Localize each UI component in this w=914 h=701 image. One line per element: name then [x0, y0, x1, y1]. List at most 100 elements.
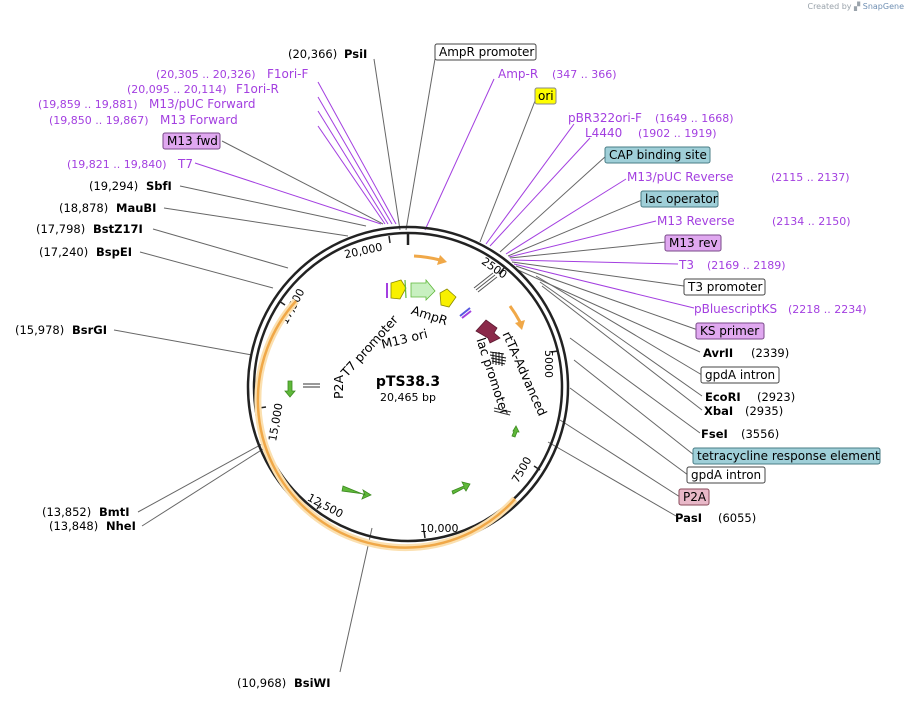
leader-ampr-promoter — [405, 58, 436, 231]
site-pasi-name[interactable]: PasI — [675, 511, 702, 525]
primer-m13-reverse-range: (2134 .. 2150) — [772, 215, 851, 228]
primer-t7-name[interactable]: T7 — [177, 157, 193, 171]
primer-pbr322ori-f-name[interactable]: pBR322ori-F — [568, 111, 642, 125]
rtta-small-feature-arrowhead — [515, 320, 525, 330]
box-p2a[interactable] — [678, 488, 710, 506]
primer-m13-fwd-name[interactable]: M13 Forward — [160, 113, 238, 127]
site-sbfi-pos: (19,294) — [89, 179, 138, 193]
primer-m13puc-rev-range: (2115 .. 2137) — [771, 171, 850, 184]
m13-ori-arrow — [410, 278, 436, 301]
box-cap-binding-site[interactable] — [604, 146, 711, 164]
box-gpda-intron-2[interactable] — [686, 466, 766, 484]
primer-t3-range: (2169 .. 2189) — [707, 259, 786, 272]
leader-pasi — [547, 441, 677, 517]
credit-prefix: Created by — [807, 2, 852, 11]
box-m13-rev-text: M13 rev — [669, 236, 718, 250]
site-psii-pos: (20,366) — [288, 47, 337, 61]
primer-amp-r-name[interactable]: Amp-R — [498, 67, 538, 81]
gpda-marker-line-2 — [493, 410, 511, 416]
site-bsiwi-name[interactable]: BsiWI — [294, 676, 331, 690]
box-t3-promoter[interactable] — [683, 278, 766, 296]
primer-l4440-name[interactable]: L4440 — [585, 126, 622, 140]
leader-xbai — [541, 285, 703, 411]
primer-l4440-range: (1902 .. 1919) — [638, 127, 717, 140]
snapgene-logo-icon: ▞ — [854, 2, 861, 11]
leader-psii — [373, 58, 401, 231]
site-bmti-pos: (13,852) — [42, 505, 91, 519]
site-bstz17i-pos: (17,798) — [36, 222, 85, 236]
site-ecori-name[interactable]: EcoRI — [705, 390, 741, 404]
ampr-arrow — [439, 288, 457, 308]
site-fsei-name[interactable]: FseI — [701, 427, 728, 441]
primer-m13-reverse-name[interactable]: M13 Reverse — [657, 214, 735, 228]
ruler-15000: 15,000 — [266, 402, 285, 442]
leader-t3-promoter — [511, 261, 685, 287]
leader-ecori — [539, 281, 703, 397]
box-tre[interactable] — [692, 447, 881, 465]
primer-t3-name[interactable]: T3 — [678, 258, 694, 272]
primer-pbluescriptks-range: (2218 .. 2234) — [788, 303, 867, 316]
box-gpda-intron-1[interactable] — [700, 366, 780, 384]
box-gpda-intron-1-text: gpdA intron — [705, 368, 775, 382]
primer-m13-fwd-range: (19,850 .. 19,867) — [49, 114, 149, 127]
box-m13-fwd[interactable] — [162, 132, 221, 150]
box-t3-promoter-text: T3 promoter — [687, 280, 763, 294]
box-ori[interactable] — [534, 87, 557, 105]
plasmid-length: 20,465 bp — [380, 391, 436, 404]
leader-m13puc-reverse — [505, 178, 627, 255]
leader-pbluescriptks — [513, 263, 695, 309]
ampr-primer-line — [404, 279, 407, 299]
leader-bsrgi — [113, 329, 253, 356]
label-ampr: AmpR — [409, 302, 449, 328]
box-lac-operator-text: lac operator — [645, 192, 718, 206]
site-bsrgi-name[interactable]: BsrGI — [72, 323, 107, 337]
gene-arrow-4 — [511, 425, 520, 438]
leader-f1ori-r — [317, 96, 393, 225]
leader-sbfi — [179, 185, 367, 227]
leader-tre — [573, 359, 695, 456]
primer-f1ori-r-name[interactable]: F1ori-R — [236, 82, 279, 96]
primer-t7-range: (19,821 .. 19,840) — [67, 158, 167, 171]
leader-t7 — [194, 162, 382, 225]
box-m13-rev[interactable] — [664, 234, 722, 252]
site-avrii-name[interactable]: AvrII — [703, 346, 733, 360]
site-sbfi-name[interactable]: SbfI — [146, 179, 172, 193]
site-psii-name[interactable]: PsiI — [344, 47, 367, 61]
box-lac-operator[interactable] — [640, 190, 719, 208]
primer-m13puc-fwd-range: (19,859 .. 19,881) — [38, 98, 138, 111]
box-ampr-promoter[interactable] — [434, 43, 537, 61]
site-xbai-name[interactable]: XbaI — [704, 404, 733, 418]
site-bmti-name[interactable]: BmtI — [99, 505, 130, 519]
leader-gpda-intron-2 — [569, 387, 689, 476]
primer-m13puc-rev-name[interactable]: M13/pUC Reverse — [627, 170, 734, 184]
ruler-ticks — [258, 235, 559, 539]
site-nhei-pos: (13,848) — [49, 519, 98, 533]
site-bsrgi-pos: (15,978) — [15, 323, 64, 337]
site-avrii-pos: (2339) — [751, 346, 789, 360]
box-tre-text: tetracycline response element — [697, 449, 880, 463]
primer-pbr322ori-f-range: (1649 .. 1668) — [655, 112, 734, 125]
site-pasi-pos: (6055) — [718, 511, 756, 525]
leader-avrii — [517, 269, 701, 353]
leader-gpda-intron-1 — [535, 275, 703, 376]
box-ori-text: ori — [538, 89, 554, 103]
primer-f1ori-f-name[interactable]: F1ori-F — [267, 67, 308, 81]
site-maubi-name[interactable]: MauBI — [116, 201, 156, 215]
site-bstz17i-name[interactable]: BstZ17I — [93, 222, 143, 236]
leader-cap-binding-site — [499, 155, 607, 253]
tick-7500 — [533, 465, 541, 471]
leader-m13-forward — [317, 125, 386, 225]
box-ks-primer[interactable] — [695, 322, 765, 340]
box-p2a-text: P2A — [683, 490, 707, 504]
leader-maubi — [163, 207, 349, 237]
ruler-10000: 10,000 — [420, 522, 459, 535]
site-nhei-name[interactable]: NheI — [106, 519, 136, 533]
site-bspei-name[interactable]: BspEI — [96, 245, 132, 259]
primer-m13puc-fwd-name[interactable]: M13/pUC Forward — [149, 97, 256, 111]
box-cap-binding-site-text: CAP binding site — [609, 148, 707, 162]
primer-f1ori-r-range: (20,095 .. 20,114) — [127, 83, 227, 96]
tick-2500 — [498, 267, 505, 275]
leader-p2a — [559, 419, 681, 498]
primer-pbluescriptks-name[interactable]: pBluescriptKS — [694, 302, 777, 316]
box-gpda-intron-2-text: gpdA intron — [691, 468, 761, 482]
